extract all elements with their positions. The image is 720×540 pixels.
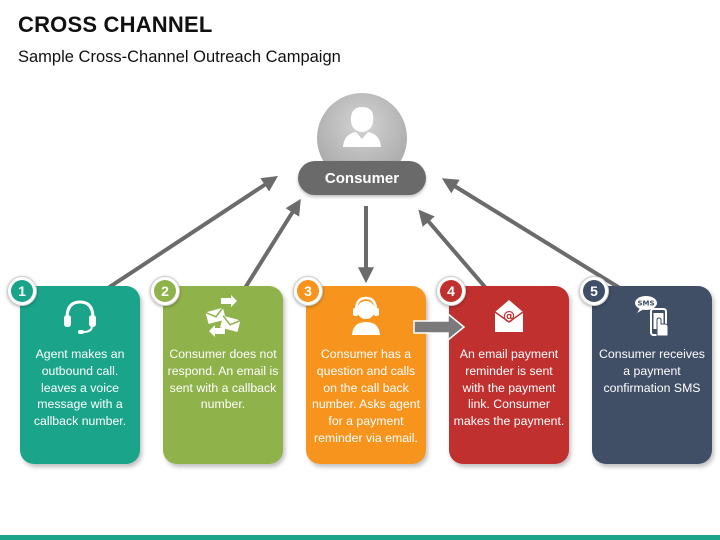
step-5-text: Consumer receives a payment confirmation… (599, 347, 705, 395)
step-1-number: 1 (11, 280, 33, 302)
agent-headset-icon (352, 296, 380, 335)
step-3-text: Consumer has a question and calls on the… (311, 347, 420, 445)
sms-phone-icon: SMS (635, 296, 669, 337)
step-2-badge: 2 (150, 276, 180, 306)
arrow-step2-to-consumer (243, 198, 301, 290)
step-2-text: Consumer does not respond. An email is s… (167, 347, 279, 412)
page-subtitle: Sample Cross-Channel Outreach Campaign (18, 48, 341, 66)
step-5-number: 5 (583, 280, 605, 302)
step-4-text: An email payment reminder is sent with t… (453, 347, 565, 429)
step-card-3: Consumer has a question and calls on the… (306, 286, 426, 464)
step-4-badge: 4 (436, 276, 466, 306)
consumer-label: Consumer (298, 161, 426, 195)
step-5-badge: 5 (579, 276, 609, 306)
step-card-2: Consumer does not respond. An email is s… (163, 286, 283, 464)
step-4-number: 4 (440, 280, 462, 302)
step-card-5: SMS Consumer receives a payment confirma… (592, 286, 712, 464)
arrow-step1-to-consumer (106, 176, 279, 290)
step-3-badge: 3 (293, 276, 323, 306)
step-3-number: 3 (297, 280, 319, 302)
email-at-icon: @ (494, 300, 524, 332)
bottom-accent-bar (0, 535, 720, 540)
page-title: CROSS CHANNEL (18, 12, 213, 37)
envelopes-icon (205, 295, 241, 337)
step-1-badge: 1 (7, 276, 37, 306)
sms-label: SMS (637, 300, 654, 308)
step-card-1: Agent makes an outbound call. leaves a v… (20, 286, 140, 464)
arrow-step5-to-consumer (441, 178, 625, 292)
headset-icon (64, 300, 96, 334)
svg-text:@: @ (503, 309, 515, 323)
step-2-number: 2 (154, 280, 176, 302)
person-icon (343, 107, 381, 147)
step-1-text: Agent makes an outbound call. leaves a v… (33, 347, 127, 429)
step-card-4: @ An email payment reminder is sent with… (449, 286, 569, 464)
arrow-step4-to-consumer (418, 209, 487, 289)
